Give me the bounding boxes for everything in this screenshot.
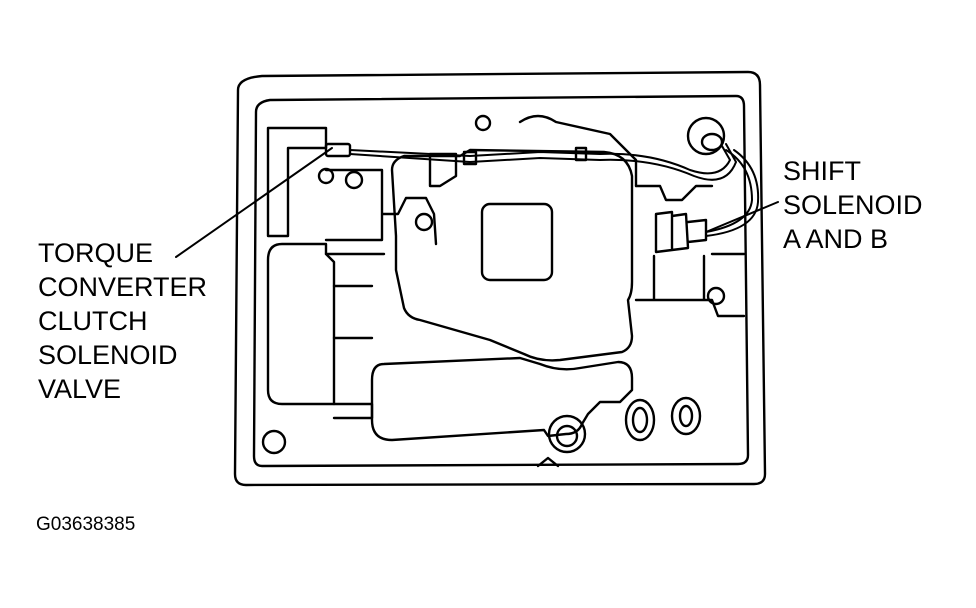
wire-grommet-inner bbox=[700, 132, 724, 152]
upper-left-channel bbox=[266, 126, 328, 238]
bolt-hole bbox=[414, 212, 434, 232]
upper-left-web bbox=[324, 168, 438, 246]
left-cavity bbox=[266, 242, 336, 406]
bolt-hole bbox=[706, 286, 726, 306]
right-upper-web bbox=[518, 114, 638, 188]
tcc-leader-line bbox=[175, 147, 333, 258]
bolt-hole bbox=[317, 167, 335, 185]
bolt-hole bbox=[555, 424, 579, 448]
oval-port bbox=[631, 406, 649, 434]
lower-body bbox=[370, 356, 634, 442]
wire-grommet bbox=[686, 116, 726, 156]
label-line: CONVERTER bbox=[38, 272, 208, 302]
central-body bbox=[390, 148, 634, 362]
oval-port bbox=[678, 404, 694, 428]
harness-clip bbox=[574, 146, 588, 162]
pan-outer-border bbox=[233, 70, 767, 487]
oval-port bbox=[670, 396, 702, 436]
wiring-harness bbox=[705, 149, 760, 237]
harness-clip bbox=[462, 150, 478, 166]
figure-id: G03638385 bbox=[36, 514, 136, 535]
center-upper-web bbox=[428, 152, 458, 188]
lower-notch bbox=[536, 456, 560, 468]
label-line: TORQUE bbox=[38, 238, 154, 268]
tcc-solenoid-label: TORQUE CONVERTER CLUTCH SOLENOID VALVE bbox=[38, 236, 207, 406]
label-line: VALVE bbox=[38, 374, 122, 404]
shift-solenoid-connector bbox=[654, 210, 708, 254]
shift-solenoid-label: SHIFT SOLENOID A AND B bbox=[783, 154, 923, 256]
bolt-hole bbox=[261, 429, 287, 455]
label-line: SOLENOID bbox=[38, 340, 178, 370]
label-line: SHIFT bbox=[783, 156, 861, 186]
bolt-hole-boss bbox=[547, 414, 587, 454]
wiring-harness bbox=[349, 143, 737, 181]
right-side-web bbox=[634, 184, 746, 318]
label-line: CLUTCH bbox=[38, 306, 148, 336]
label-line: SOLENOID bbox=[783, 190, 923, 220]
label-line: A AND B bbox=[783, 224, 889, 254]
shift-solenoid-leader-line bbox=[705, 201, 779, 233]
oval-port bbox=[624, 398, 656, 442]
pan-inner-border bbox=[252, 94, 750, 468]
bolt-hole bbox=[344, 170, 364, 190]
bolt-hole bbox=[474, 114, 492, 132]
left-lower-web bbox=[332, 402, 374, 420]
wiring-harness bbox=[349, 145, 731, 175]
left-mid-web bbox=[324, 252, 386, 340]
central-window bbox=[480, 202, 554, 282]
